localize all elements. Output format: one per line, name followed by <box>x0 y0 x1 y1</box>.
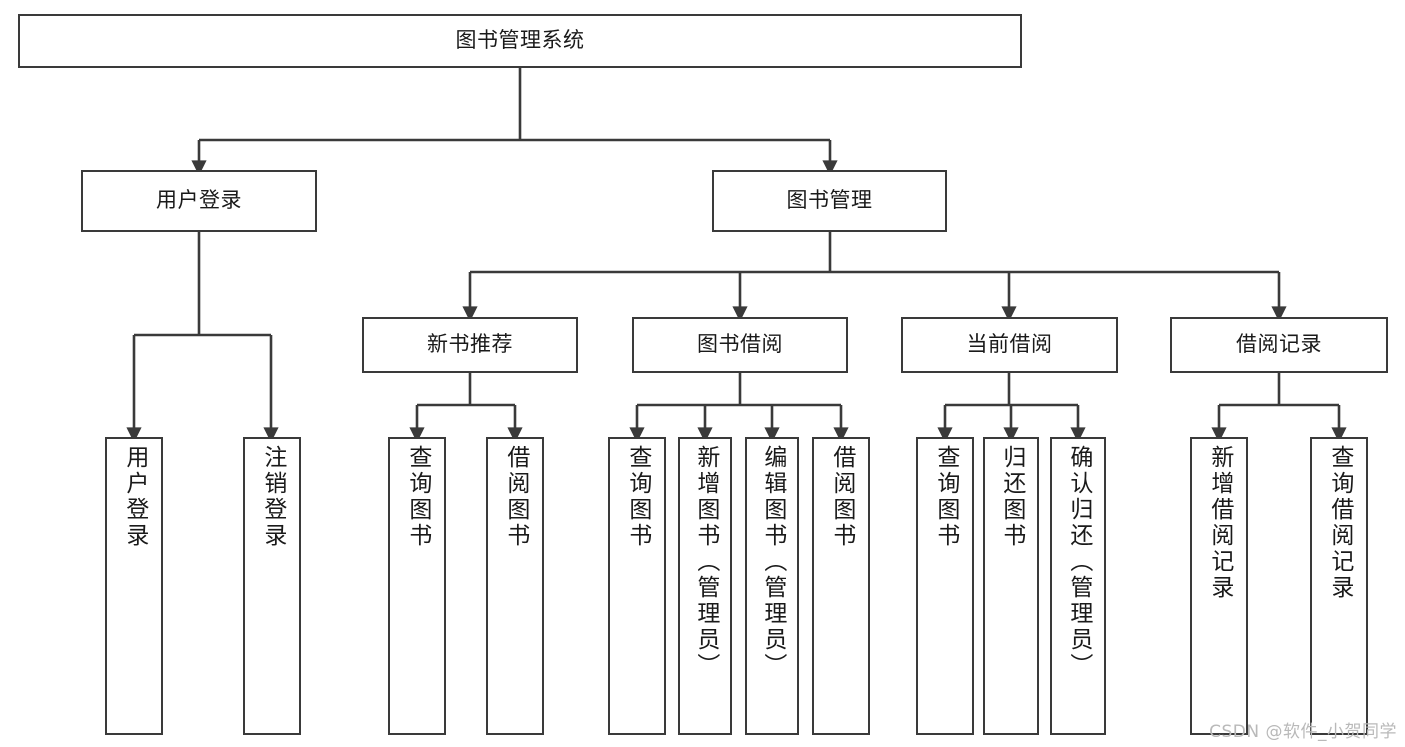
node-leaf-edit-book-label: 编辑图书（管理员） <box>759 445 786 679</box>
node-leaf-query-book-3-label: 查询图书 <box>932 445 959 549</box>
node-leaf-query-book-1[interactable]: 查询图书 <box>388 437 446 735</box>
node-current-borrow-label: 当前借阅 <box>966 332 1053 357</box>
node-leaf-add-book-label: 新增图书（管理员） <box>692 445 719 679</box>
node-book-manage[interactable]: 图书管理 <box>712 170 947 232</box>
node-new-book-recommend[interactable]: 新书推荐 <box>362 317 578 373</box>
node-leaf-borrow-book-2-label: 借阅图书 <box>828 445 855 549</box>
node-leaf-query-book-2[interactable]: 查询图书 <box>608 437 666 735</box>
node-leaf-query-record[interactable]: 查询借阅记录 <box>1310 437 1368 735</box>
node-leaf-confirm-return[interactable]: 确认归还（管理员） <box>1050 437 1106 735</box>
node-leaf-return-book-label: 归还图书 <box>998 445 1025 549</box>
node-book-borrow-label: 图书借阅 <box>697 332 783 357</box>
node-borrow-record[interactable]: 借阅记录 <box>1170 317 1388 373</box>
node-leaf-return-book[interactable]: 归还图书 <box>983 437 1039 735</box>
node-leaf-query-book-2-label: 查询图书 <box>624 445 651 549</box>
node-leaf-borrow-book-1-label: 借阅图书 <box>502 445 529 549</box>
node-book-manage-label: 图书管理 <box>786 188 873 213</box>
node-book-borrow[interactable]: 图书借阅 <box>632 317 848 373</box>
node-user-login-label: 用户登录 <box>156 188 242 213</box>
node-leaf-user-login[interactable]: 用户登录 <box>105 437 163 735</box>
csdn-watermark: CSDN @软件_小贺同学 <box>1209 722 1397 742</box>
node-leaf-logout-label: 注销登录 <box>259 445 286 549</box>
node-leaf-user-login-label: 用户登录 <box>121 445 148 549</box>
node-leaf-add-book[interactable]: 新增图书（管理员） <box>678 437 732 735</box>
node-root[interactable]: 图书管理系统 <box>18 14 1022 68</box>
node-leaf-query-book-1-label: 查询图书 <box>404 445 431 549</box>
node-new-book-recommend-label: 新书推荐 <box>427 332 513 357</box>
node-leaf-logout[interactable]: 注销登录 <box>243 437 301 735</box>
node-current-borrow[interactable]: 当前借阅 <box>901 317 1118 373</box>
node-leaf-borrow-book-2[interactable]: 借阅图书 <box>812 437 870 735</box>
node-root-label: 图书管理系统 <box>455 28 585 53</box>
node-leaf-add-record[interactable]: 新增借阅记录 <box>1190 437 1248 735</box>
node-leaf-add-record-label: 新增借阅记录 <box>1206 445 1233 601</box>
node-leaf-edit-book[interactable]: 编辑图书（管理员） <box>745 437 799 735</box>
node-leaf-confirm-return-label: 确认归还（管理员） <box>1065 445 1092 679</box>
node-leaf-query-record-label: 查询借阅记录 <box>1326 445 1353 601</box>
node-borrow-record-label: 借阅记录 <box>1236 332 1322 357</box>
node-leaf-borrow-book-1[interactable]: 借阅图书 <box>486 437 544 735</box>
node-leaf-query-book-3[interactable]: 查询图书 <box>916 437 974 735</box>
node-user-login[interactable]: 用户登录 <box>81 170 317 232</box>
